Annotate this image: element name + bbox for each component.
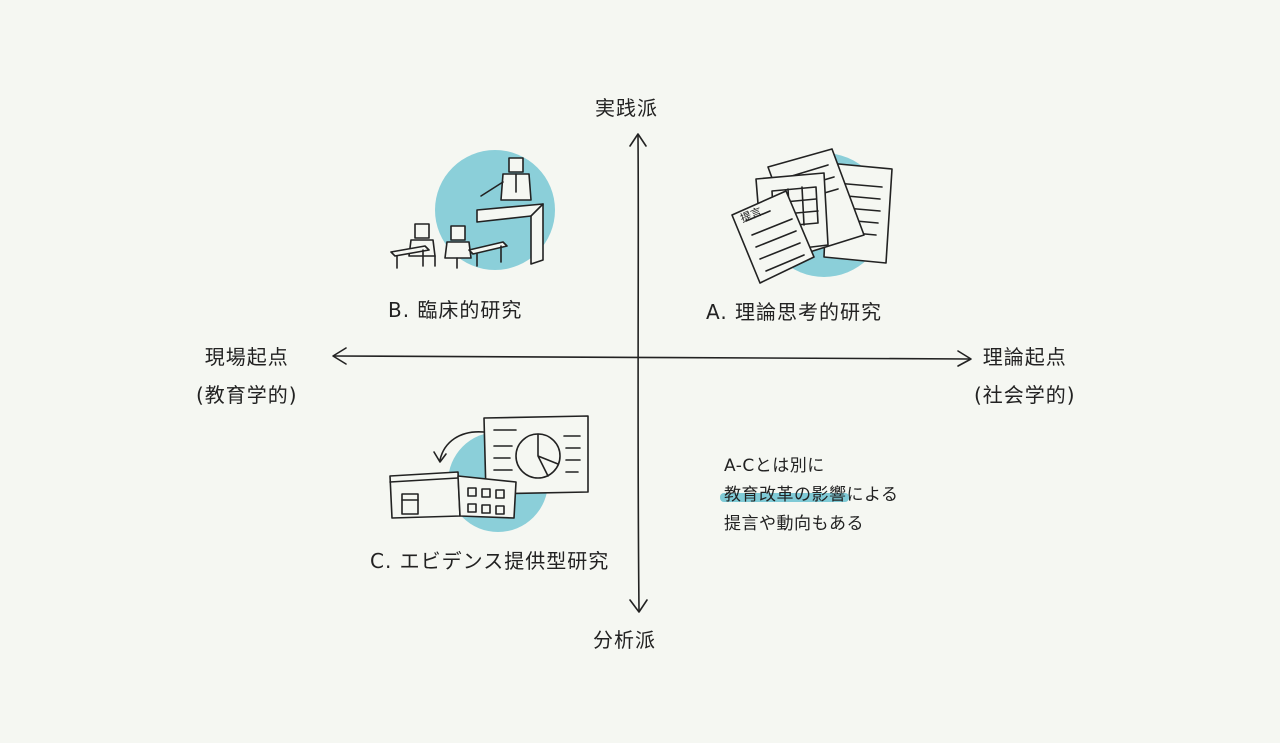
classroom-teacher-icon <box>390 150 555 270</box>
axis-label-left-line2: (教育学的) <box>196 383 298 407</box>
arrow-left-icon <box>332 347 347 365</box>
quadrant-a-label: A. 理論思考的研究 <box>706 300 883 324</box>
axis-label-right: 理論起点 (社会学的) <box>974 338 1076 414</box>
axis-label-right-line2: (社会学的) <box>974 383 1076 407</box>
note-text: A-Cとは別に 教育改革の影響による 提言や動向もある <box>724 452 899 539</box>
axis-label-bottom: 分析派 <box>593 628 656 652</box>
axis-label-left: 現場起点 (教育学的) <box>196 338 298 414</box>
axis-label-right-line1: 理論起点 <box>982 345 1067 369</box>
quadrant-b-label: B. 臨床的研究 <box>388 298 523 322</box>
note-line-2-rest: による <box>846 485 899 505</box>
vertical-axis <box>637 135 640 611</box>
school-chart-icon <box>389 415 589 532</box>
arrow-right-icon <box>957 350 972 367</box>
arrow-down-icon <box>629 599 648 613</box>
axis-label-top: 実践派 <box>595 96 658 120</box>
quadrant-c-label: C. エビデンス提供型研究 <box>370 549 610 573</box>
documents-icon: 提言 <box>731 148 893 284</box>
arrow-up-icon <box>629 133 647 147</box>
note-line-1: A-Cとは別に <box>724 456 825 476</box>
note-line-2: 教育改革の影響による <box>724 481 899 510</box>
note-highlight: 教育改革の影響 <box>724 485 847 505</box>
horizontal-axis <box>333 355 971 360</box>
note-line-3: 提言や動向もある <box>724 514 864 534</box>
axis-label-left-line1: 現場起点 <box>204 345 289 369</box>
